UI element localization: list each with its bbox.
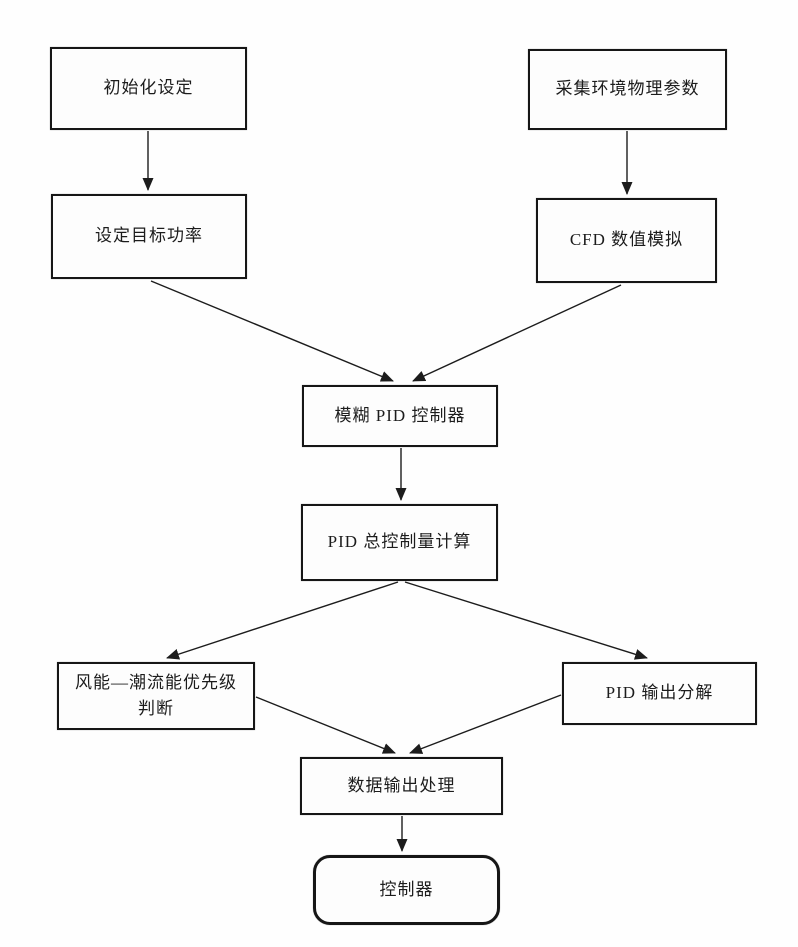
- node-label: 采集环境物理参数: [555, 79, 700, 99]
- node-label: 风能—潮流能优先级判断: [75, 672, 237, 718]
- node-label: 模糊 PID 控制器: [334, 405, 466, 425]
- node-controller: 控制器: [313, 855, 500, 925]
- node-label: 控制器: [379, 879, 434, 899]
- edge-decomp-to-dataout: [409, 694, 562, 754]
- node-fuzzy-pid-controller: 模糊 PID 控制器: [302, 385, 498, 447]
- edge-total-to-decomp: [404, 581, 648, 660]
- node-label: PID 输出分解: [605, 683, 714, 703]
- edge-target-to-fuzzy: [150, 280, 394, 382]
- node-label: PID 总控制量计算: [327, 532, 472, 552]
- node-pid-total-control-calculation: PID 总控制量计算: [301, 504, 498, 581]
- node-pid-output-decomposition: PID 输出分解: [562, 662, 757, 725]
- node-label: 设定目标功率: [95, 226, 203, 246]
- edge-cfd-to-fuzzy: [412, 284, 622, 382]
- node-cfd-numerical-simulation: CFD 数值模拟: [536, 198, 717, 283]
- node-initialization-setting: 初始化设定: [50, 47, 247, 130]
- node-collect-environment-parameters: 采集环境物理参数: [528, 49, 727, 130]
- node-set-target-power: 设定目标功率: [51, 194, 247, 279]
- edge-total-to-priority: [166, 581, 399, 660]
- node-label: 数据输出处理: [347, 775, 456, 795]
- node-wind-tidal-priority-judgment: 风能—潮流能优先级判断: [57, 662, 255, 730]
- node-label: 初始化设定: [103, 78, 194, 98]
- edge-priority-to-dataout: [255, 696, 396, 754]
- node-label: CFD 数值模拟: [569, 230, 684, 250]
- node-data-output-processing: 数据输出处理: [300, 757, 503, 815]
